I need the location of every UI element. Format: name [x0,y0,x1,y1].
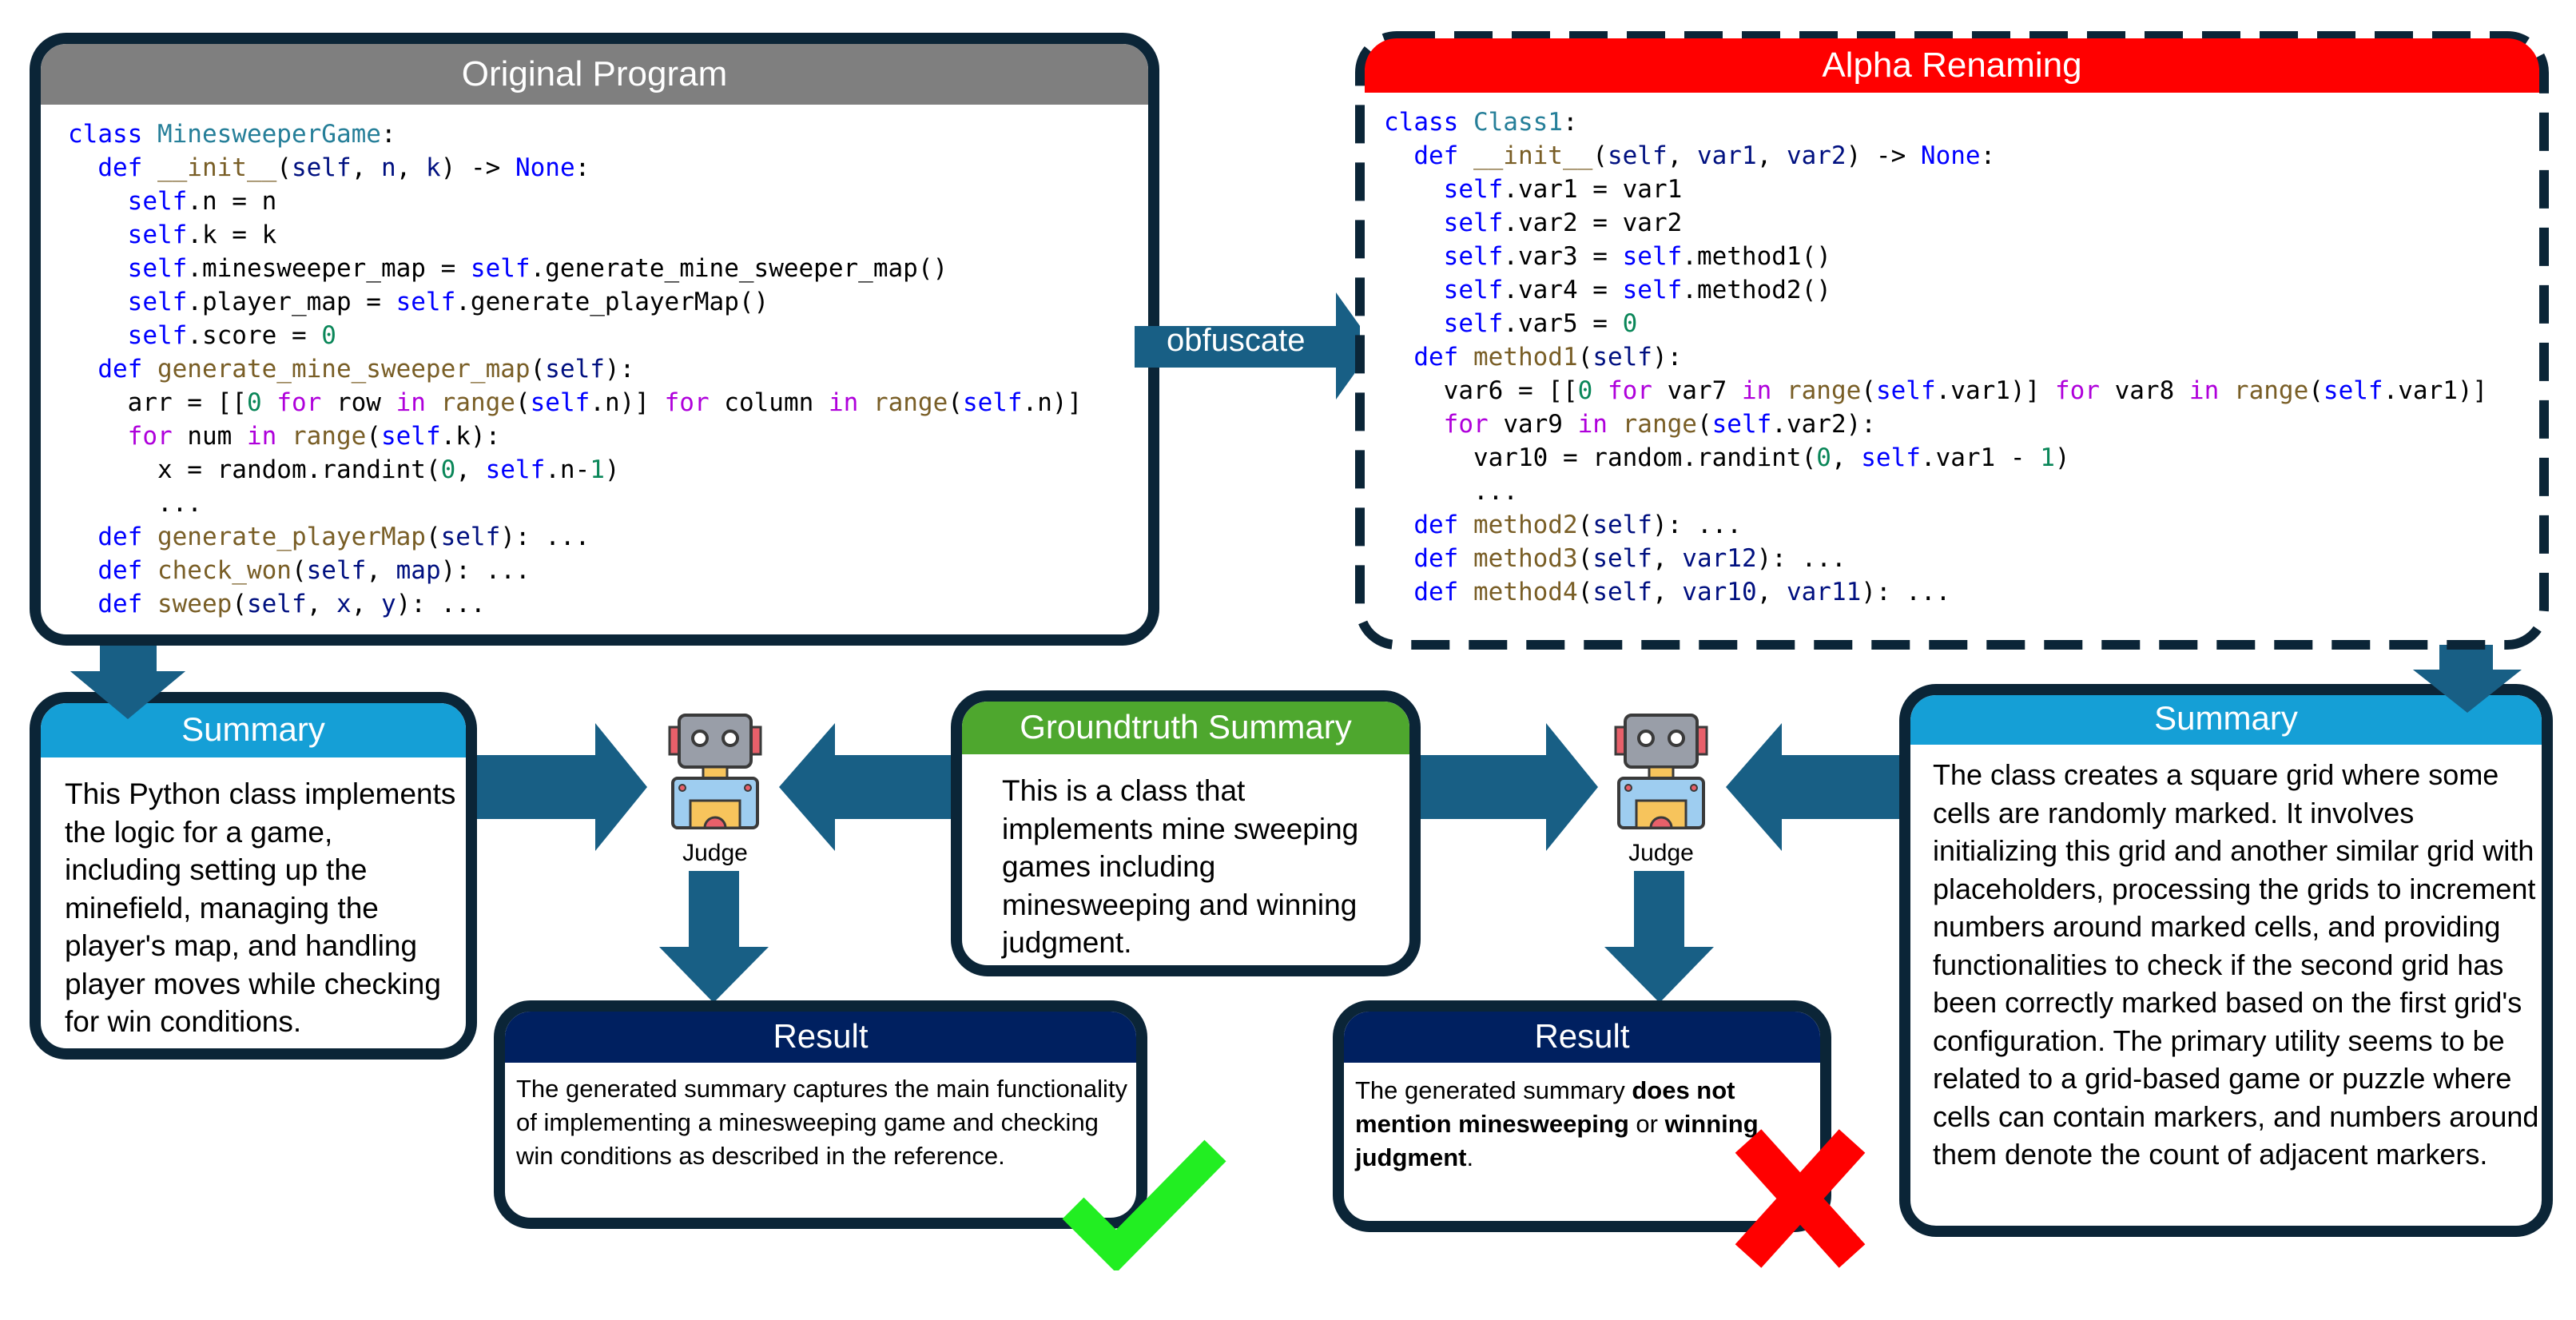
code-line: def method3(self, var12): ... [1413,544,1847,573]
groundtruth-panel: Groundtruth Summary This is a class that… [951,690,1421,976]
result-right-text: The generated summary does not mention m… [1355,1074,1819,1175]
code-line: self.var3 = self.method1() [1443,242,1831,271]
code-line: self.player_map = self.generate_playerMa… [127,288,769,316]
code-line: ... [68,489,202,518]
code-line: self.var1 = var1 [1443,175,1683,204]
code-line: def __init__(self, n, k) -> None: [97,153,590,182]
code-line: def check_won(self, map): ... [97,556,531,585]
arrow-judge-left-to-result [659,871,769,1003]
obfuscate-arrow [1135,292,1374,400]
plain-text: or [1628,1110,1665,1138]
original-code-block: class MinesweeperGame: def __init__(self… [68,117,1082,621]
code-line: x = random.randint(0, self.n-1) [68,455,620,484]
original-program-panel: Original Program class MinesweeperGame: … [30,33,1159,646]
robot-icon [668,714,762,829]
plain-text: The generated summary [1355,1076,1632,1104]
code-line: self.n = n [127,187,277,216]
result-left-panel: Result The generated summary captures th… [494,1000,1147,1229]
original-program-header: Original Program [41,44,1148,105]
result-right-header: Result [1344,1012,1820,1063]
robot-icon [1614,714,1708,829]
arrow-summary-to-judge-left [475,723,647,851]
judge-right: Judge [1601,711,1721,871]
result-right-panel: Result The generated summary does not me… [1333,1000,1831,1232]
plain-text: . [1466,1143,1474,1171]
arrow-summary-to-judge-right [1726,723,1902,851]
code-line: def sweep(self, x, y): ... [97,590,486,618]
alpha-code-block: class Class1: def __init__(self, var1, v… [1384,105,2487,609]
judge-left: Judge [655,711,775,871]
obfuscate-label: obfuscate [1167,323,1306,358]
cross-icon [1735,1129,1866,1268]
judge-left-label: Judge [682,840,748,866]
code-line: for num in range(self.k): [127,422,501,451]
groundtruth-header: Groundtruth Summary [962,702,1409,754]
arrow-judge-right-to-result [1604,871,1714,1003]
result-left-text: The generated summary captures the main … [516,1075,1128,1170]
summary-left-header: Summary [41,703,466,757]
code-line: for var9 in range(self.var2): [1443,410,1876,439]
alpha-renaming-header: Alpha Renaming [1365,38,2539,93]
result-left-header: Result [505,1012,1136,1063]
code-line: def method1(self): [1413,343,1683,372]
code-line: def generate_playerMap(self): ... [97,523,590,551]
arrow-groundtruth-to-judge-right [1414,723,1598,851]
code-line: self.var4 = self.method2() [1443,276,1831,304]
summary-right-header: Summary [1910,695,2542,745]
code-line: class Class1: [1384,108,1578,137]
summary-left-panel: Summary This Python class implements the… [30,692,477,1060]
arrow-tip-left-summary [70,671,185,719]
summary-left-text: This Python class implements the logic f… [65,777,456,1038]
code-line: arr = [[0 for row in range(self.n)] for … [68,388,1083,417]
judge-right-label: Judge [1628,840,1694,866]
code-line: ... [1384,477,1518,506]
check-icon [1062,1139,1226,1270]
code-line: class MinesweeperGame: [68,120,396,149]
code-line: def method2(self): ... [1413,511,1742,539]
code-line: var10 = random.randint(0, self.var1 - 1) [1384,443,2070,472]
code-line: self.var2 = var2 [1443,209,1683,237]
code-line: self.minesweeper_map = self.generate_min… [127,254,948,283]
groundtruth-text: This is a class that implements mine swe… [1002,774,1359,959]
emphasis-text: does not mention minesweeping [1355,1076,1735,1138]
code-line: def generate_mine_sweeper_map(self): [97,355,635,384]
alpha-renaming-border [1355,31,2549,650]
alpha-renaming-panel: Alpha Renaming class Class1: def __init_… [1365,38,2539,642]
arrow-groundtruth-to-judge-left [779,723,955,851]
code-line: def __init__(self, var1, var2) -> None: [1413,141,1996,170]
code-line: def method4(self, var10, var11): ... [1413,578,1951,606]
code-line: self.k = k [127,221,277,249]
summary-right-text: The class creates a square grid where so… [1933,758,2539,1171]
arrow-tip-right-summary [2413,670,2522,713]
code-line: self.score = 0 [127,321,336,350]
emphasis-text: winning judgment [1355,1110,1759,1171]
code-line: var6 = [[0 for var7 in range(self.var1)]… [1384,376,2488,405]
summary-right-panel: Summary The class creates a square grid … [1899,684,2553,1237]
code-line: self.var5 = 0 [1443,309,1638,338]
